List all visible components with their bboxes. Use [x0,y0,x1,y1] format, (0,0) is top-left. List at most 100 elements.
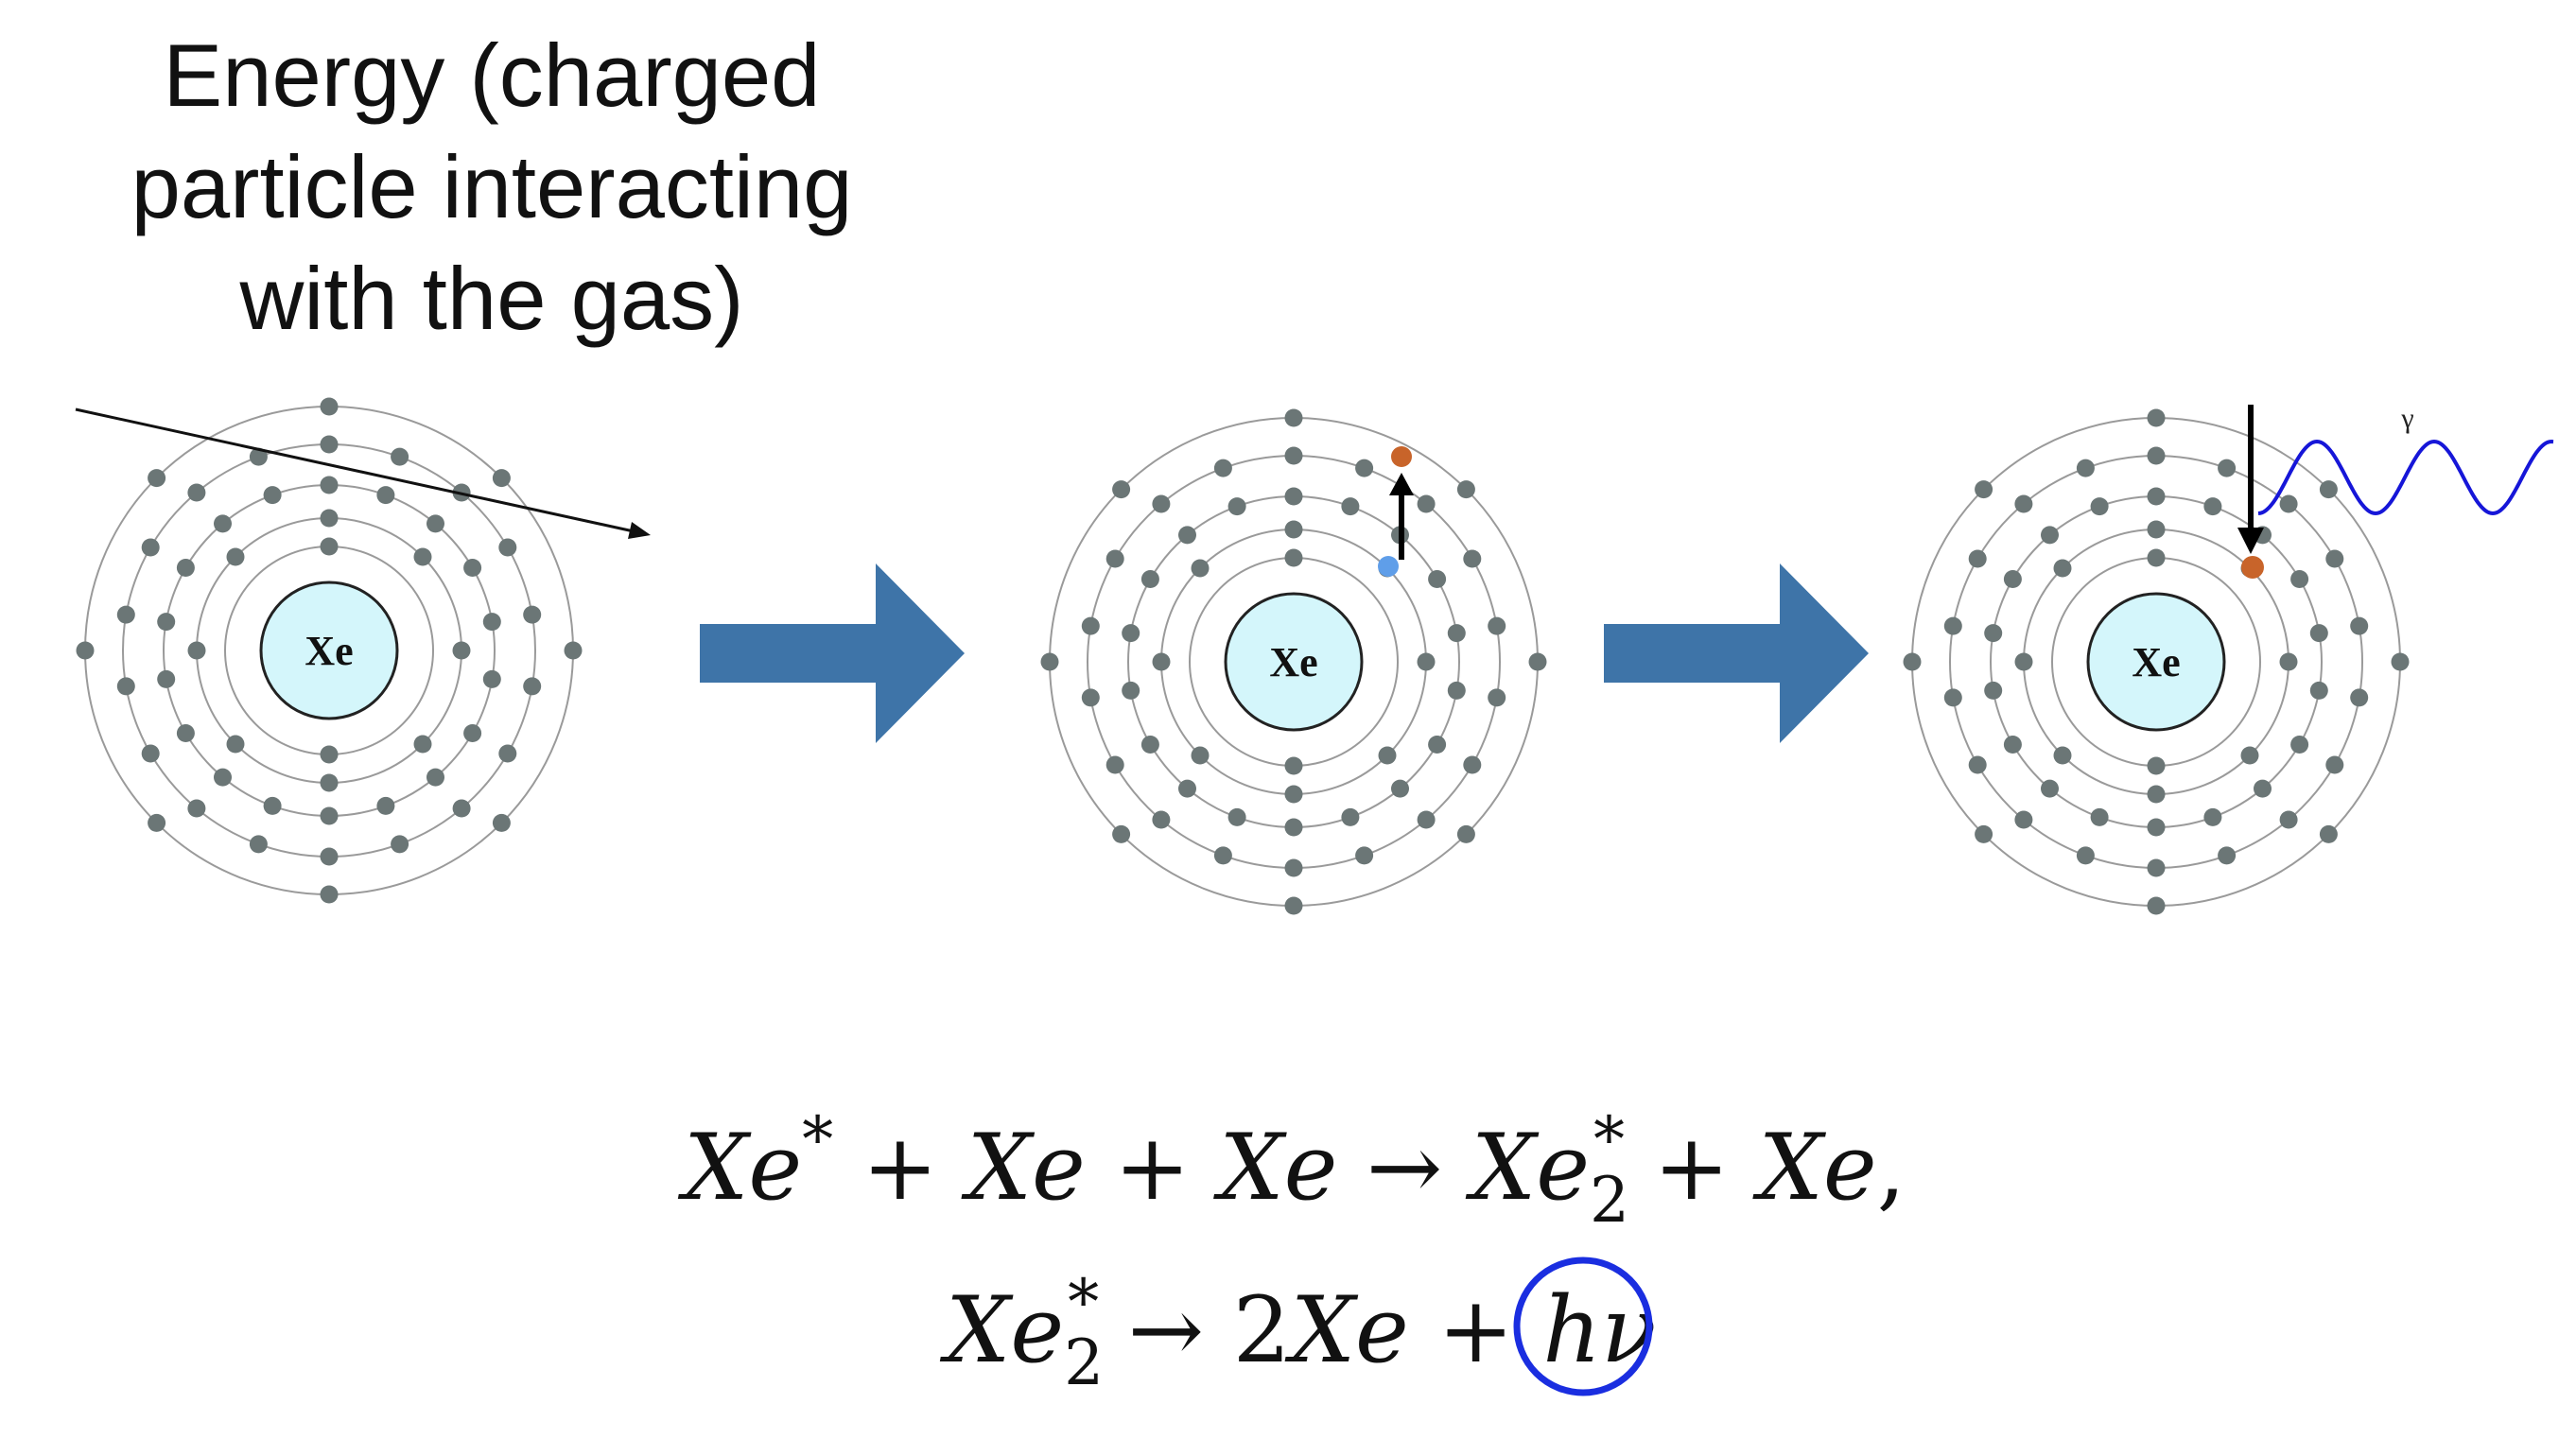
electron [463,724,482,742]
electron [1152,810,1171,829]
electron [413,547,432,566]
electron [2076,459,2095,477]
electron [263,796,282,815]
eq1-term-excimer-sup: * [1593,1103,1625,1176]
electron [1284,785,1303,804]
eq1-term-excimer: Xe [1465,1115,1590,1221]
electron [2147,858,2166,877]
electron [2147,446,2166,465]
electron [1528,652,1547,671]
electron [2003,736,2022,754]
electron [1122,624,1140,643]
electron [1213,459,1232,477]
electron [1284,756,1303,775]
electron [1975,480,1993,499]
electron [141,744,160,763]
electron [391,447,409,466]
electron [116,605,135,624]
electron [2053,559,2072,578]
electron [2014,810,2033,829]
electron [1284,408,1303,427]
electron [1284,548,1303,567]
electron [2014,652,2033,671]
electron [157,613,176,632]
electron [1417,494,1436,513]
electron [1463,549,1482,568]
electron [2319,824,2338,843]
electron [1284,487,1303,506]
equation-line-1: Xe* + Xe + Xe → Xe2* + Xe, [677,1103,1906,1237]
electron [176,724,195,742]
electron [1378,746,1397,765]
electron [320,509,339,528]
electron [187,799,206,818]
electron [1081,616,1100,635]
electron [1428,736,1447,754]
electron [463,559,482,577]
electron [2041,779,2059,798]
electron [2147,487,2166,506]
eq2-coefficient: 2 [1233,1277,1291,1383]
eq1-term-xe-5: Xe [1752,1115,1877,1221]
eq2-arrow: → [1099,1277,1232,1383]
electron [1122,681,1140,700]
eq1-term-xe-2: Xe [961,1115,1086,1221]
electron-shells [1903,408,2410,915]
electron [1968,755,1987,774]
electron [249,835,268,854]
electron [2290,570,2309,588]
electron [426,514,444,533]
eq1-term-xe-excited: Xe [677,1115,802,1221]
photon-highlight-circle [1513,1257,1653,1396]
electron [1284,896,1303,915]
electron [1140,736,1159,754]
nucleus [2086,592,2226,732]
electron [492,469,511,488]
electron [1213,846,1232,865]
excitation [1378,446,1414,577]
electron [116,677,135,696]
svg-text:Xe2* → 2Xe + hν: Xe2* → 2Xe + hν [939,1266,1657,1399]
deexcitation-arrow-down-icon [2237,528,2264,554]
electron [1341,807,1360,826]
relaxed-electron [2241,556,2264,579]
energy-label-line1: Energy (charged [164,26,821,125]
transition-arrow-2 [1604,563,1869,743]
electron [1447,681,1466,700]
electron [1903,652,1922,671]
electron [226,547,245,566]
electron-shells [76,397,583,904]
electron [1152,494,1171,513]
electron [2147,896,2166,915]
eq1-term-xe-3: Xe [1212,1115,1337,1221]
electron [2350,616,2369,635]
electron [564,641,583,660]
eq2-term-excimer-sup: * [1068,1266,1099,1339]
deexcitation: γ [2237,403,2554,579]
nucleus [1224,592,1364,732]
electron [2319,480,2338,499]
electron [2254,779,2272,798]
electron [320,397,339,416]
electron [2203,807,2222,826]
electron [2147,756,2166,775]
electron [1447,624,1466,643]
electron [76,641,95,660]
electron [2290,736,2309,754]
electron [1284,818,1303,837]
electron-hole [1378,556,1399,577]
electron [2147,520,2166,539]
eq1-plus-3: + [1625,1115,1758,1221]
electron [1191,559,1210,578]
electron [413,735,432,754]
electron [2014,494,2033,513]
photon-wave-icon [2257,439,2554,516]
electron [1391,779,1409,798]
electron [320,885,339,904]
eq1-term-xe-excited-sup: * [802,1103,833,1176]
electron [1417,810,1436,829]
electron [187,483,206,502]
electron [1943,616,1962,635]
electron [1456,480,1475,499]
